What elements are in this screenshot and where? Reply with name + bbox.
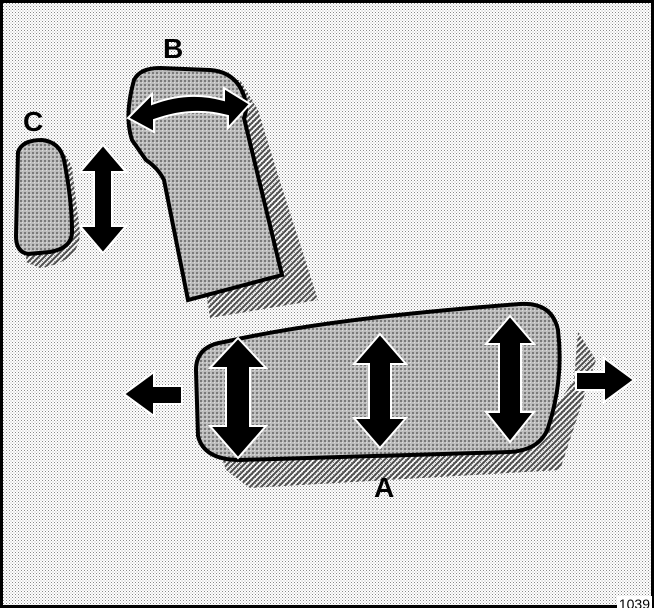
lumbar-height-arrow [77, 143, 129, 255]
figure-reference-number: 1039 [616, 596, 652, 608]
backrest-control [126, 65, 285, 303]
cushion-height-arrow-rear [483, 314, 537, 444]
label-a: A [374, 472, 394, 503]
backrest-tilt-arrow [126, 86, 252, 134]
cushion-backward-arrow [575, 356, 636, 404]
lumbar-control-group: C [13, 106, 129, 268]
cushion-height-arrow-middle [351, 332, 409, 450]
cushion-forward-arrow [122, 370, 183, 418]
cushion-height-arrow-front [207, 336, 269, 460]
label-b: B [163, 33, 183, 64]
backrest-control-group: B [126, 33, 318, 318]
cushion-control-group: A [122, 301, 636, 503]
label-c: C [23, 106, 43, 137]
lumbar-control [13, 137, 75, 257]
